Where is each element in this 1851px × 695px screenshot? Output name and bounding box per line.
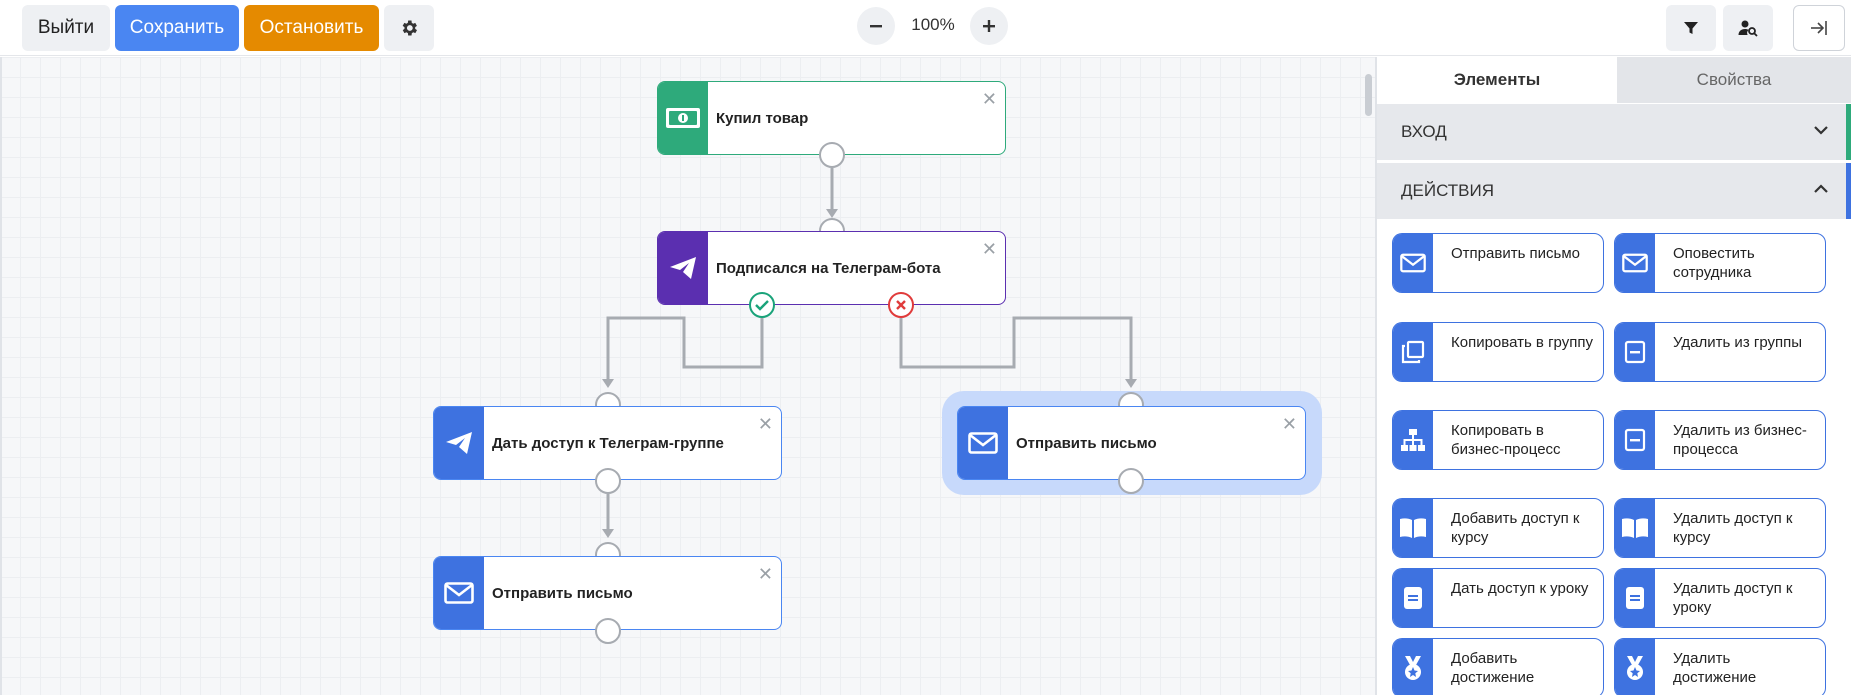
action-copy-to-group[interactable]: Копировать в группу — [1392, 322, 1604, 382]
action-label: Дать доступ к уроку — [1451, 580, 1589, 597]
section-input[interactable]: ВХОД — [1377, 104, 1851, 160]
user-search-icon — [1738, 20, 1758, 37]
close-icon[interactable]: ✕ — [981, 239, 997, 259]
arrow-to-right-icon — [1811, 21, 1827, 35]
plus-icon — [983, 20, 995, 32]
action-remove-course-access[interactable]: Удалить доступ к курсу — [1614, 498, 1826, 558]
filter-button[interactable] — [1666, 5, 1716, 51]
action-add-course-access[interactable]: Добавить доступ к курсу — [1392, 498, 1604, 558]
panel-divider — [1375, 57, 1377, 695]
zoom-in-button[interactable] — [970, 7, 1008, 45]
action-label: Удалить из группы — [1673, 334, 1803, 351]
telegram-icon — [446, 432, 472, 454]
minus-box-icon — [1624, 340, 1646, 364]
output-port[interactable] — [1118, 468, 1144, 494]
action-remove-achievement[interactable]: Удалить достижение — [1614, 638, 1826, 695]
book-icon — [1400, 518, 1426, 538]
output-port[interactable] — [595, 468, 621, 494]
action-label: Добавить доступ к курсу — [1451, 510, 1580, 546]
action-label: Удалить доступ к курсу — [1673, 510, 1793, 546]
tab-elements[interactable]: Элементы — [1377, 57, 1617, 103]
elements-panel: Элементы Свойства ВХОД ДЕЙСТВИЯ Отправит… — [1377, 57, 1851, 695]
action-notify-employee[interactable]: Оповестить сотрудника — [1614, 233, 1826, 293]
canvas-edge — [0, 57, 2, 695]
lesson-icon — [1404, 587, 1422, 609]
stop-button[interactable]: Остановить — [244, 5, 379, 51]
flow-node-send-email-2[interactable]: Отправить письмо ✕ — [433, 556, 782, 630]
medal-icon — [1627, 656, 1643, 680]
action-label: Удалить доступ к уроку — [1673, 580, 1793, 616]
action-label: Удалить из бизнес-процесса — [1673, 422, 1807, 458]
minus-box-icon — [1624, 428, 1646, 452]
action-add-achievement[interactable]: Добавить достижение — [1392, 638, 1604, 695]
node-title: Отправить письмо — [1016, 434, 1157, 452]
action-send-email[interactable]: Отправить письмо — [1392, 233, 1604, 293]
exit-button[interactable]: Выйти — [22, 5, 110, 51]
hierarchy-icon — [1401, 429, 1425, 451]
action-label: Оповестить сотрудника — [1673, 245, 1755, 281]
yes-branch-port[interactable] — [749, 292, 775, 318]
output-port[interactable] — [819, 142, 845, 168]
action-remove-lesson-access[interactable]: Удалить доступ к уроку — [1614, 568, 1826, 628]
filter-icon — [1684, 22, 1698, 34]
envelope-icon — [444, 582, 474, 604]
lesson-icon — [1626, 587, 1644, 609]
no-branch-port[interactable] — [888, 292, 914, 318]
telegram-icon — [670, 257, 696, 279]
book-icon — [1622, 518, 1648, 538]
chevron-down-icon — [1814, 126, 1828, 135]
action-label: Копировать в бизнес-процесс — [1451, 422, 1561, 458]
node-title: Подписался на Телеграм-бота — [716, 259, 941, 277]
output-port[interactable] — [595, 618, 621, 644]
close-icon[interactable]: ✕ — [757, 564, 773, 584]
action-remove-from-group[interactable]: Удалить из группы — [1614, 322, 1826, 382]
gear-icon — [402, 20, 417, 36]
flow-node-purchased[interactable]: Купил товар ✕ — [657, 81, 1006, 155]
save-button[interactable]: Сохранить — [115, 5, 239, 51]
section-label: ВХОД — [1401, 122, 1447, 141]
connectors — [602, 168, 1137, 538]
collapse-panel-button[interactable] — [1793, 5, 1845, 51]
envelope-icon — [968, 432, 998, 454]
action-label: Удалить достижение — [1673, 650, 1757, 686]
user-search-button[interactable] — [1723, 5, 1773, 51]
minus-icon — [870, 25, 882, 28]
envelope-icon — [1400, 253, 1426, 273]
flow-node-send-email-1[interactable]: Отправить письмо ✕ — [957, 406, 1306, 480]
action-label: Отправить письмо — [1451, 245, 1581, 262]
node-title: Дать доступ к Телеграм-группе — [492, 434, 724, 452]
section-actions[interactable]: ДЕЙСТВИЯ — [1377, 163, 1851, 219]
action-label: Добавить достижение — [1451, 650, 1535, 686]
close-icon[interactable]: ✕ — [1281, 414, 1297, 434]
medal-icon — [1405, 656, 1421, 680]
action-label: Копировать в группу — [1451, 334, 1593, 351]
flow-node-telegram-group-access[interactable]: Дать доступ к Телеграм-группе ✕ — [433, 406, 782, 480]
close-icon[interactable]: ✕ — [757, 414, 773, 434]
settings-button[interactable] — [384, 5, 434, 51]
node-title: Купил товар — [716, 109, 809, 127]
close-icon[interactable]: ✕ — [981, 89, 997, 109]
canvas-scrollbar[interactable] — [1365, 74, 1372, 116]
action-give-lesson-access[interactable]: Дать доступ к уроку — [1392, 568, 1604, 628]
copy-icon — [1401, 340, 1425, 364]
tab-properties[interactable]: Свойства — [1617, 57, 1851, 103]
money-icon — [666, 108, 700, 128]
node-title: Отправить письмо — [492, 584, 633, 602]
action-copy-to-business-process[interactable]: Копировать в бизнес-процесс — [1392, 410, 1604, 470]
check-icon — [755, 300, 769, 311]
action-remove-from-business-process[interactable]: Удалить из бизнес-процесса — [1614, 410, 1826, 470]
zoom-out-button[interactable] — [857, 7, 895, 45]
x-icon — [896, 300, 906, 310]
toolbar: Выйти Сохранить Остановить 100% — [0, 0, 1851, 56]
flow-node-telegram-subscribed[interactable]: Подписался на Телеграм-бота ✕ — [657, 231, 1006, 305]
zoom-level: 100% — [911, 15, 955, 34]
section-label: ДЕЙСТВИЯ — [1401, 181, 1495, 200]
chevron-up-icon — [1814, 184, 1828, 193]
envelope-icon — [1622, 253, 1648, 273]
